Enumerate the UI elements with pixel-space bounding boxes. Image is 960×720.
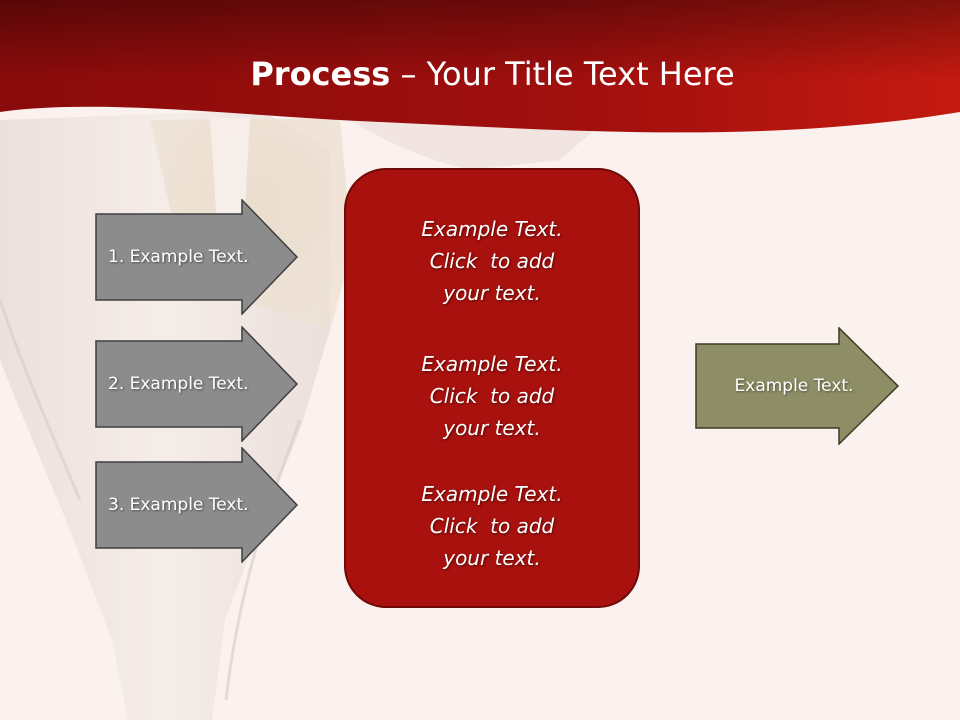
center-block-2-line-1: Example Text. bbox=[421, 352, 563, 376]
center-block-2-line-3: your text. bbox=[443, 416, 541, 440]
left-arrow-2[interactable]: 2. Example Text. bbox=[95, 326, 299, 442]
right-arrow-label: Example Text. bbox=[734, 376, 854, 396]
left-arrow-3[interactable]: 3. Example Text. bbox=[95, 447, 299, 563]
left-arrow-1[interactable]: 1. Example Text. bbox=[95, 199, 299, 315]
left-arrow-2-label: 2. Example Text. bbox=[108, 374, 249, 394]
header-shade bbox=[0, 0, 960, 133]
title-rest: – Your Title Text Here bbox=[390, 55, 735, 93]
title-bold: Process bbox=[250, 55, 391, 93]
center-block-3-line-3: your text. bbox=[443, 546, 541, 570]
center-block-1-line-1: Example Text. bbox=[421, 217, 563, 241]
center-block-1-line-3: your text. bbox=[443, 281, 541, 305]
center-block-1-line-2: Click to add bbox=[429, 249, 555, 273]
center-text-block-1[interactable]: Example Text. Click to add your text. bbox=[344, 213, 640, 309]
left-arrow-1-label: 1. Example Text. bbox=[108, 247, 249, 267]
left-arrow-3-label: 3. Example Text. bbox=[108, 495, 249, 515]
center-process-box[interactable] bbox=[344, 168, 640, 608]
right-arrow[interactable]: Example Text. bbox=[695, 327, 900, 445]
center-text-block-2[interactable]: Example Text. Click to add your text. bbox=[344, 348, 640, 444]
glass-rim bbox=[350, 120, 600, 170]
center-block-2-line-2: Click to add bbox=[429, 384, 555, 408]
glass-edge-left bbox=[0, 299, 82, 501]
center-text-block-3[interactable]: Example Text. Click to add your text. bbox=[344, 478, 640, 574]
center-block-3-line-1: Example Text. bbox=[421, 482, 563, 506]
center-block-3-line-2: Click to add bbox=[429, 514, 555, 538]
slide-title[interactable]: Process – Your Title Text Here bbox=[0, 52, 960, 96]
